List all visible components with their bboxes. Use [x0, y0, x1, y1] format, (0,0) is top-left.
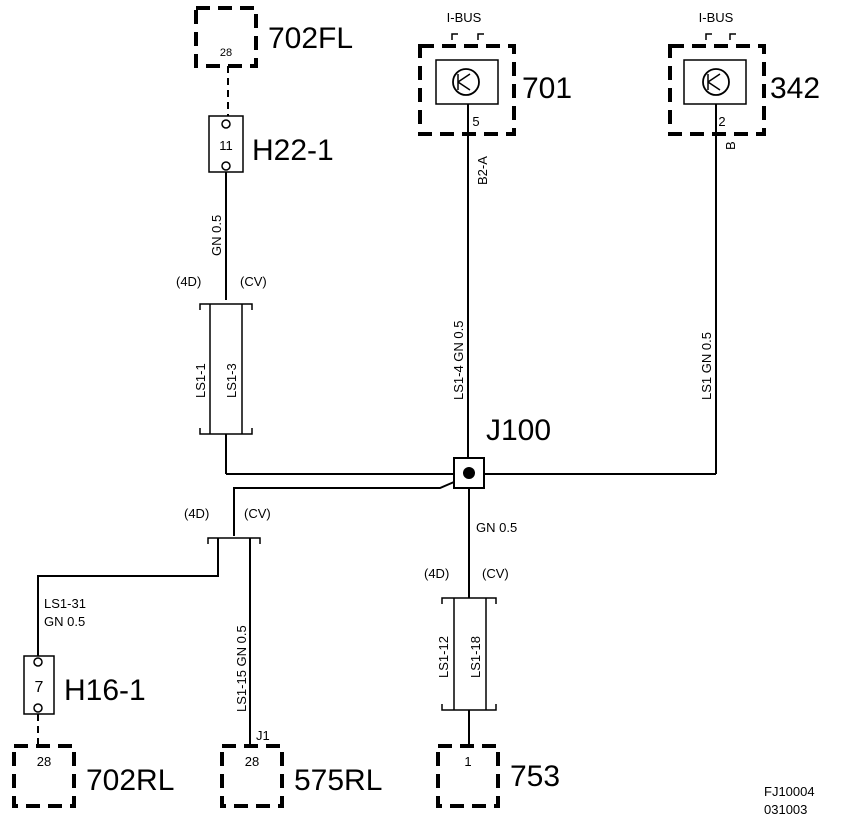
variant-left-4d: (4D) — [184, 506, 209, 521]
component-701-bus: I-BUS — [447, 10, 482, 25]
component-702fl-label: 702FL — [268, 22, 353, 55]
component-575rl-pin-label: J1 — [256, 728, 270, 743]
wire-j100-down-label: GN 0.5 — [476, 520, 517, 535]
component-342-pin: 2 — [718, 114, 725, 129]
variant-top-wire-b: LS1-3 — [224, 363, 239, 398]
wire-h16-label-b: GN 0.5 — [44, 614, 85, 629]
variant-split-left: (4D) (CV) — [184, 506, 271, 544]
variant-bottom-wire-b: LS1-18 — [468, 636, 483, 678]
diagram-code: FJ10004 — [764, 784, 815, 799]
variant-split-top: (4D) (CV) LS1-1 LS1-3 — [176, 274, 267, 435]
component-342-bus: I-BUS — [699, 10, 734, 25]
component-702rl-pin: 28 — [37, 754, 51, 769]
transistor-icon — [702, 68, 730, 96]
wire-j100-left-lower — [233, 481, 455, 536]
wire-701-label: LS1-4 GN 0.5 — [451, 321, 466, 401]
splice-j100: J100 — [453, 414, 551, 489]
connector-h22-1-label: H22-1 — [252, 134, 334, 167]
component-342-label: 342 — [770, 72, 820, 105]
connector-h16-1: 7 H16-1 — [23, 655, 146, 715]
variant-left-cv: (CV) — [244, 506, 271, 521]
connector-h22-1: 11 H22-1 — [208, 115, 334, 173]
component-342: I-BUS 2 342 — [668, 10, 820, 136]
variant-top-4d: (4D) — [176, 274, 201, 289]
component-575rl-label: 575RL — [294, 764, 382, 797]
component-753-label: 753 — [510, 760, 560, 793]
component-702rl-label: 702RL — [86, 764, 174, 797]
variant-bottom-wire-a: LS1-12 — [436, 636, 451, 678]
component-702fl: 28 702FL — [194, 6, 353, 68]
component-701: I-BUS 5 701 — [418, 10, 572, 136]
splice-j100-label: J100 — [486, 414, 551, 447]
wire-to-h16 — [37, 538, 219, 656]
variant-top-wire-a: LS1-1 — [193, 363, 208, 398]
variant-bottom-4d: (4D) — [424, 566, 449, 581]
component-701-label: 701 — [522, 72, 572, 105]
component-753-pin: 1 — [464, 754, 471, 769]
component-753: 1 753 — [436, 744, 560, 808]
wire-h16-label-a: LS1-31 — [44, 596, 86, 611]
component-575rl: J1 28 575RL — [220, 728, 382, 808]
variant-split-bottom: (4D) (CV) LS1-12 LS1-18 — [424, 566, 509, 711]
wire-342-label: LS1 GN 0.5 — [699, 332, 714, 400]
connector-h16-1-label: H16-1 — [64, 674, 146, 707]
component-701-pin: 5 — [472, 114, 479, 129]
diagram-reference: FJ10004 031003 — [764, 784, 815, 817]
wire-575-label: LS1-15 GN 0.5 — [234, 625, 249, 712]
connector-h16-1-pin: 7 — [35, 679, 44, 696]
variant-top-cv: (CV) — [240, 274, 267, 289]
component-575rl-pin: 28 — [245, 754, 259, 769]
wire-701-top-label: B2-A — [475, 156, 490, 185]
diagram-date: 031003 — [764, 802, 807, 817]
component-702rl: 28 702RL — [12, 744, 174, 808]
wire-h22-label: GN 0.5 — [209, 215, 224, 256]
variant-bottom-cv: (CV) — [482, 566, 509, 581]
component-702fl-pin: 28 — [220, 47, 232, 59]
connector-h22-1-pin: 11 — [219, 138, 233, 153]
transistor-icon — [452, 68, 480, 96]
wire-342-top-label: B — [723, 141, 738, 150]
